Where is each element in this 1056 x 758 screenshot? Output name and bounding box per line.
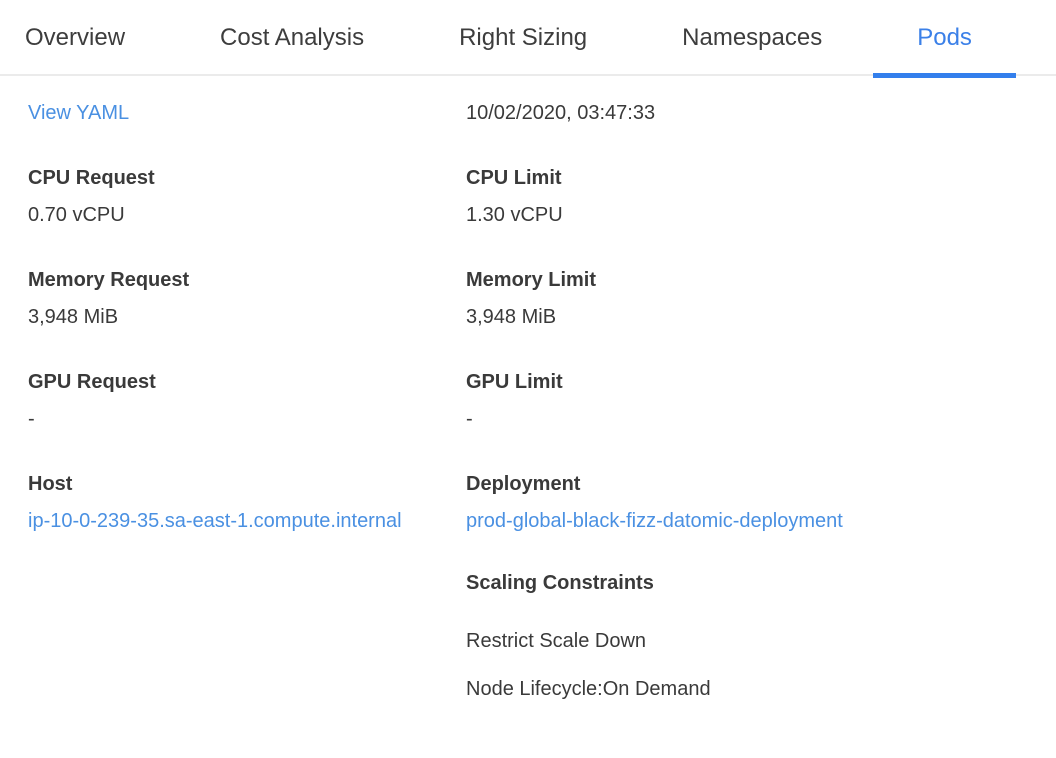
cpu-limit-label: CPU Limit bbox=[466, 167, 562, 189]
memory-limit-label: Memory Limit bbox=[466, 269, 597, 291]
deployment-link[interactable]: prod-global-black-fizz-datomic-deploymen… bbox=[466, 510, 843, 532]
tab-namespaces[interactable]: Namespaces bbox=[682, 24, 823, 51]
view-yaml-link[interactable]: View YAML bbox=[28, 102, 130, 124]
gpu-limit-value: - bbox=[466, 408, 473, 430]
gpu-limit-label: GPU Limit bbox=[466, 371, 563, 393]
tab-bar: Overview Cost Analysis Right Sizing Name… bbox=[0, 0, 1056, 78]
cpu-limit-field: CPU Limit 1.30 vCPU bbox=[466, 163, 1056, 230]
scaling-constraints-label: Scaling Constraints bbox=[466, 572, 654, 594]
tab-right-sizing[interactable]: Right Sizing bbox=[459, 24, 588, 51]
deployment-label: Deployment bbox=[466, 473, 581, 495]
tab-cost-analysis[interactable]: Cost Analysis bbox=[220, 24, 365, 51]
pod-details-panel: View YAML 10/02/2020, 03:47:33 CPU Reque… bbox=[0, 76, 1056, 704]
memory-request-field: Memory Request 3,948 MiB bbox=[28, 265, 466, 332]
gpu-request-label: GPU Request bbox=[28, 371, 156, 393]
host-link[interactable]: ip-10-0-239-35.sa-east-1.compute.interna… bbox=[28, 510, 402, 532]
memory-request-label: Memory Request bbox=[28, 269, 190, 291]
cpu-request-label: CPU Request bbox=[28, 167, 155, 189]
gpu-limit-field: GPU Limit - bbox=[466, 367, 1056, 434]
memory-request-value: 3,948 MiB bbox=[28, 306, 119, 328]
scaling-constraints-section: Scaling Constraints Restrict Scale Down … bbox=[466, 568, 1056, 704]
tab-pods[interactable]: Pods bbox=[873, 0, 1016, 78]
pod-timestamp: 10/02/2020, 03:47:33 bbox=[466, 102, 656, 124]
gpu-request-value: - bbox=[28, 408, 35, 430]
cpu-limit-value: 1.30 vCPU bbox=[466, 204, 563, 226]
host-field: Host ip-10-0-239-35.sa-east-1.compute.in… bbox=[28, 469, 466, 669]
host-label: Host bbox=[28, 473, 73, 495]
memory-limit-field: Memory Limit 3,948 MiB bbox=[466, 265, 1056, 332]
deployment-field: Deployment prod-global-black-fizz-datomi… bbox=[466, 469, 1056, 536]
tab-overview[interactable]: Overview bbox=[25, 24, 126, 51]
memory-limit-value: 3,948 MiB bbox=[466, 306, 557, 328]
gpu-request-field: GPU Request - bbox=[28, 367, 466, 434]
scaling-constraint-item: Restrict Scale Down bbox=[466, 630, 647, 652]
scaling-constraint-item: Node Lifecycle:On Demand bbox=[466, 678, 711, 700]
tabs: Overview Cost Analysis Right Sizing Name… bbox=[0, 0, 1056, 78]
cpu-request-value: 0.70 vCPU bbox=[28, 204, 125, 226]
cpu-request-field: CPU Request 0.70 vCPU bbox=[28, 163, 466, 230]
